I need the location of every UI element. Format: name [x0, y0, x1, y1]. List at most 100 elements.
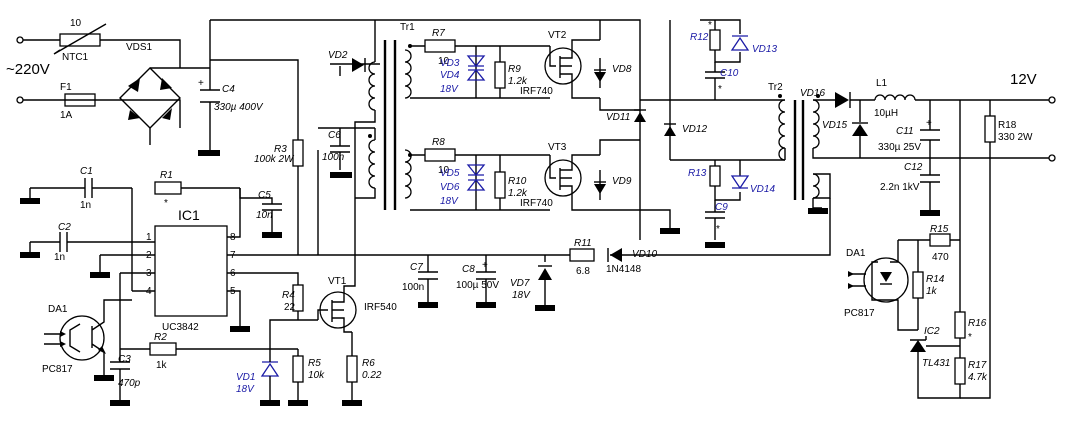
optocoupler-da1-in: DA1 PC817 — [42, 299, 132, 381]
svg-text:DA1: DA1 — [846, 248, 866, 259]
svg-text:VD3: VD3 — [440, 58, 460, 69]
svg-text:4.7k: 4.7k — [968, 372, 988, 383]
svg-text:R16: R16 — [968, 318, 987, 329]
svg-text:*: * — [716, 224, 720, 235]
svg-text:18V: 18V — [236, 384, 255, 395]
svg-text:R12: R12 — [690, 32, 709, 43]
capacitor-c11: + C11 330µ 25V — [878, 118, 940, 153]
resistor-r7 — [424, 39, 456, 53]
capacitor-c2: C2 1n — [20, 222, 155, 263]
svg-text:+: + — [482, 260, 488, 271]
svg-text:Tr1: Tr1 — [400, 22, 415, 33]
capacitor-c6: C6 100n — [322, 128, 352, 178]
svg-text:C10: C10 — [720, 68, 739, 79]
svg-text:R3: R3 — [274, 144, 287, 155]
svg-text:R4: R4 — [282, 290, 295, 301]
resistor-r2-capacitor-c3: R2 1k C3 470p — [110, 273, 298, 406]
svg-text:VD6: VD6 — [440, 182, 460, 193]
resistor-r15: R15 470 — [929, 224, 951, 263]
svg-text:R11: R11 — [574, 238, 592, 249]
svg-text:22: 22 — [284, 302, 296, 313]
svg-text:VD15: VD15 — [822, 120, 847, 131]
svg-text:VD9: VD9 — [612, 176, 632, 187]
capacitor-c8: + C8 100µ 50V — [456, 255, 499, 308]
gate-drive-lower: R8 10 VD5 VD6 18V R10 1.2k — [410, 137, 550, 211]
svg-text:10: 10 — [438, 165, 450, 176]
gate-drive-upper: R7 10 VD3 VD4 18V R9 1.2k — [410, 28, 550, 99]
capacitor-c4: + C4 330µ 400V — [198, 20, 264, 156]
fuse-f1: F1 1A — [60, 82, 96, 121]
svg-text:IRF740: IRF740 — [520, 86, 553, 97]
svg-text:R13: R13 — [688, 168, 707, 179]
svg-text:L1: L1 — [876, 78, 888, 89]
svg-text:100k 2W: 100k 2W — [254, 154, 295, 165]
svg-text:*: * — [968, 332, 972, 343]
capacitor-c5: C5 10n — [239, 188, 282, 238]
svg-text:1n: 1n — [80, 200, 91, 211]
mains-terminal-1 — [16, 36, 24, 44]
svg-text:IC2: IC2 — [924, 326, 940, 337]
svg-text:R1: R1 — [160, 170, 173, 181]
svg-text:R7: R7 — [432, 28, 445, 39]
resistor-r16: R16 * — [954, 311, 987, 343]
svg-text:VD5: VD5 — [440, 168, 460, 179]
resistor-r9 — [494, 61, 506, 89]
svg-text:100n: 100n — [402, 282, 424, 293]
svg-text:VD14: VD14 — [750, 184, 775, 195]
svg-text:18V: 18V — [512, 290, 531, 301]
svg-text:VD4: VD4 — [440, 70, 460, 81]
output-terminal-minus — [1048, 154, 1056, 162]
svg-text:VT3: VT3 — [548, 142, 567, 153]
resistor-r17: R17 4.7k — [954, 357, 988, 385]
svg-text:R17: R17 — [968, 360, 987, 371]
diode-vd10: VD10 1N4148 — [606, 248, 657, 275]
resistor-r2 — [149, 342, 177, 356]
svg-text:0.22: 0.22 — [362, 370, 382, 381]
mosfet-vt3: VT3 IRF740 VD9 — [520, 139, 680, 234]
svg-text:1A: 1A — [60, 110, 73, 121]
svg-text:R14: R14 — [926, 274, 945, 285]
svg-text:VD16: VD16 — [800, 88, 825, 99]
mosfet-vt1: VT1 IRF540 — [297, 255, 397, 356]
svg-text:R5: R5 — [308, 358, 321, 369]
resistor-r5: R5 10k — [288, 355, 325, 406]
svg-text:DA1: DA1 — [48, 304, 68, 315]
transformer-tr2: Tr2 — [768, 82, 820, 200]
svg-text:1n: 1n — [54, 252, 65, 263]
svg-text:R10: R10 — [508, 176, 527, 187]
svg-text:470: 470 — [932, 252, 949, 263]
capacitor-c12: C12 2.2n 1kV — [880, 162, 940, 216]
svg-text:VD8: VD8 — [612, 64, 632, 75]
svg-text:TL431: TL431 — [922, 358, 950, 369]
output-label: 12V — [1010, 71, 1037, 88]
svg-text:100n: 100n — [322, 152, 345, 163]
zener-vd1: VD1 18V — [236, 342, 280, 406]
svg-text:C7: C7 — [410, 262, 423, 273]
svg-text:Tr2: Tr2 — [768, 82, 783, 93]
svg-text:R9: R9 — [508, 64, 521, 75]
zener-vd7: VD7 18V — [510, 255, 555, 311]
svg-text:NTC1: NTC1 — [62, 52, 89, 63]
diode-vd11: VD11 — [606, 109, 646, 123]
svg-text:C6: C6 — [328, 130, 341, 141]
svg-text:10: 10 — [438, 56, 450, 67]
resistor-r10 — [494, 171, 506, 199]
thermistor-ntc1: 10 NTC1 — [53, 18, 107, 63]
svg-text:2.2n 1kV: 2.2n 1kV — [880, 182, 920, 193]
inductor-l1: L1 10µH — [874, 78, 916, 119]
svg-text:18V: 18V — [440, 84, 459, 95]
svg-text:10µH: 10µH — [874, 108, 898, 119]
svg-text:*: * — [718, 84, 722, 95]
svg-text:R2: R2 — [154, 332, 167, 343]
capacitor-c1: C1 1n — [20, 166, 132, 211]
resistor-r13 — [709, 165, 721, 187]
svg-text:R6: R6 — [362, 358, 375, 369]
diode-vd12: VD12 — [664, 20, 707, 160]
svg-text:*: * — [164, 198, 168, 209]
svg-text:VDS1: VDS1 — [126, 42, 153, 53]
svg-text:1.2k: 1.2k — [508, 76, 528, 87]
svg-text:VD7: VD7 — [510, 278, 530, 289]
svg-text:IRF740: IRF740 — [520, 198, 553, 209]
svg-text:C11: C11 — [896, 126, 914, 137]
